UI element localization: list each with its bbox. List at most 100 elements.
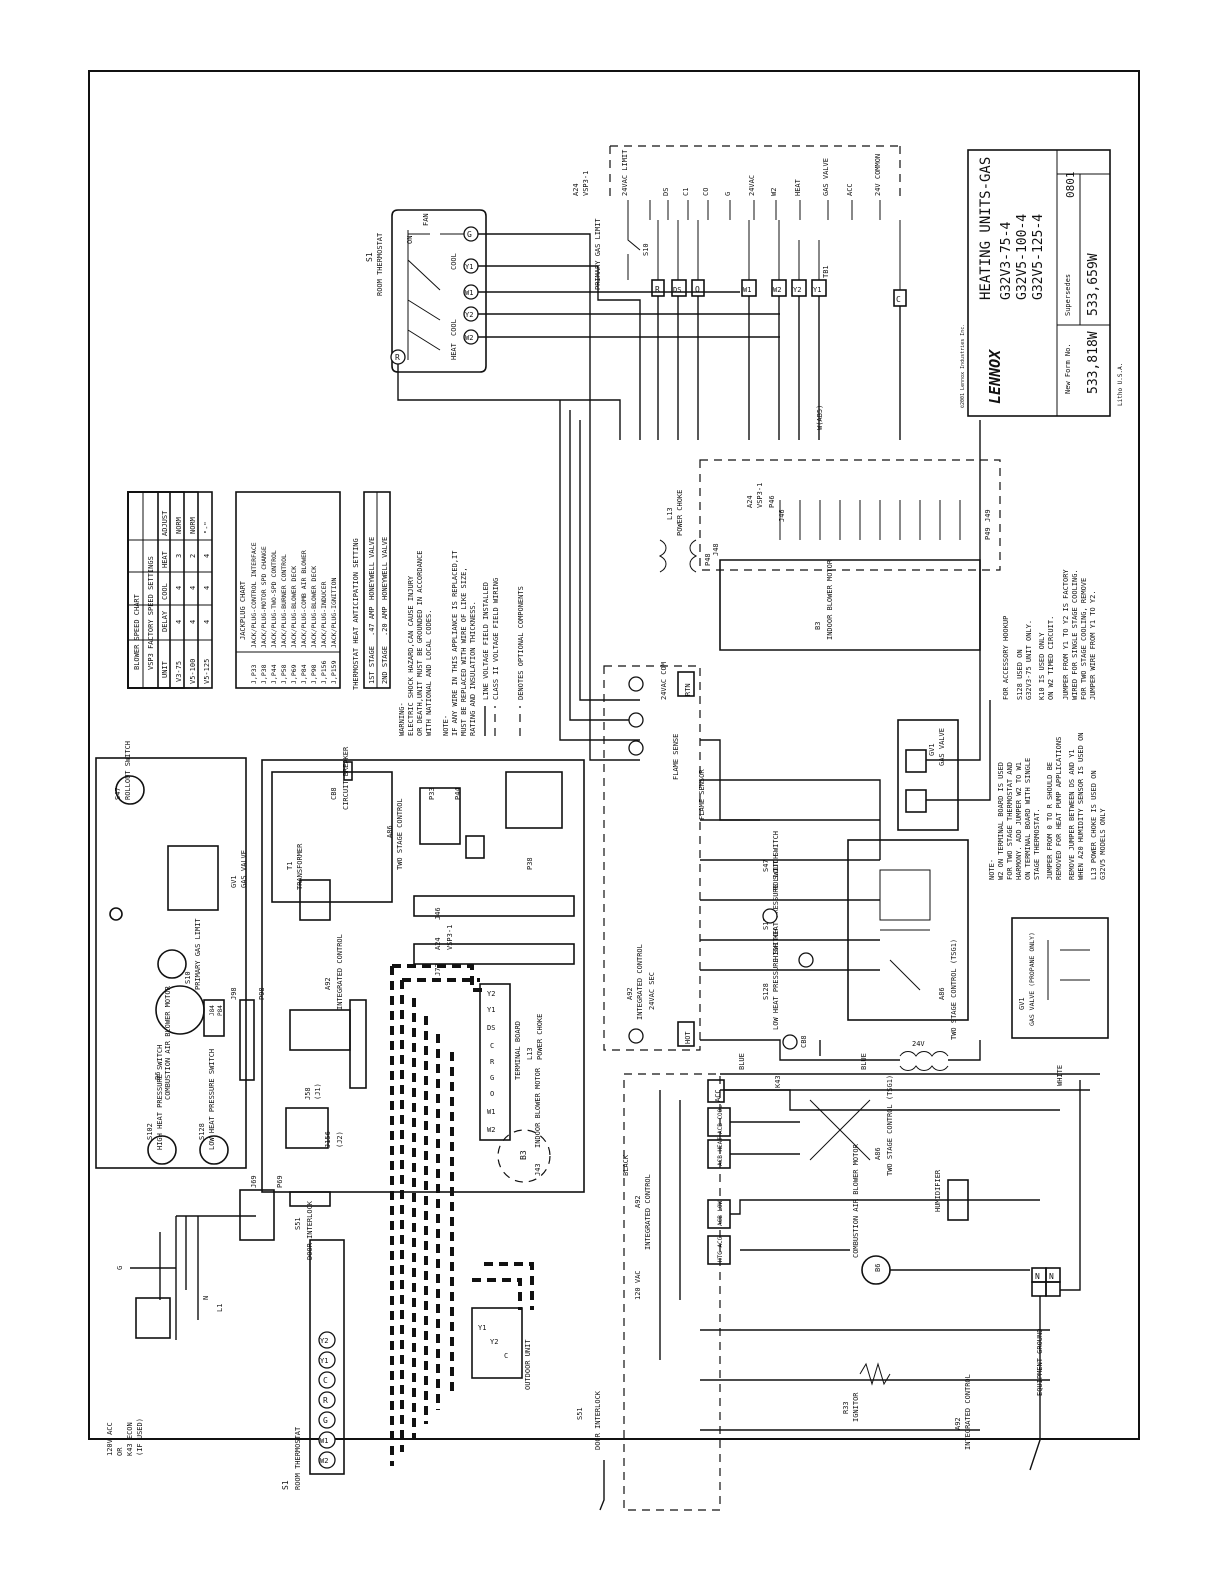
jackplug-r4-id: J,P58	[280, 664, 288, 684]
od-term-c: C	[504, 1352, 508, 1360]
footnote-2: S128 USED ON	[1016, 649, 1024, 700]
jackplug-r3-desc: JACK/PLUG-TWO-SPD CONTROL	[270, 550, 278, 648]
strip-g: G	[724, 192, 732, 196]
rt-term-y2: Y2	[320, 1337, 328, 1345]
j84-label-left: J84	[209, 1005, 216, 1016]
legend-class-ii: CLASS II VOLTAGE FIELD WIRING	[492, 578, 500, 700]
strip-acc: ACC	[846, 183, 854, 196]
strip-gas-valve: GAS VALVE	[822, 158, 830, 196]
j98-label: J98	[230, 987, 238, 1000]
s47-label-mid: S47	[762, 859, 770, 872]
j43-label: J43	[534, 1163, 542, 1176]
s51-label-low: S51	[576, 1407, 584, 1420]
jackplug-r1-desc: JACK/PLUG-CONTROL INTERFACE	[250, 542, 258, 648]
jackplug-r5-id: J,P69	[290, 664, 298, 684]
warning-line-2: ELECTRIC SHOCK HAZARD,CAN CAUSE INJURY	[407, 575, 415, 736]
vsp3-label-top: VSP3-1	[582, 171, 590, 196]
power-feed: 120V ACC OR K43 ECON (IF USED) G N L1 J6…	[106, 1175, 331, 1456]
note-line-4: HARMONY. ADD JUMPER W2 TO W1	[1015, 762, 1023, 880]
24v-label: 24V	[912, 1040, 925, 1048]
jackplug-r2-id: J,P38	[260, 664, 268, 684]
legend: LINE VOLTAGE FIELD INSTALLED CLASS II VO…	[482, 578, 525, 736]
blower-col-adjust: ADJUST	[161, 510, 169, 536]
note-line-11: L13 POWER CHOKE IS USED ON	[1090, 770, 1098, 880]
jackplug-r7-desc: JACK/PLUG-BLOWER DECK	[310, 566, 318, 648]
blower-r3-delay: 4	[203, 620, 211, 624]
tb1-term-o: O	[695, 285, 700, 294]
gas-valve-label-mid: GAS VALVE	[938, 728, 946, 766]
p69-label-left: P69	[276, 1175, 284, 1188]
tb1-term-y1: Y1	[813, 286, 821, 294]
blower-col-unit: UNIT	[161, 660, 169, 678]
unit-layout: S47 ROLLOUT SWITCH GV1 GAS VALVE S10 PRI…	[95, 741, 266, 1169]
humidifier-label: HUMIDIFIER	[934, 1169, 942, 1212]
room-thermostat-upper: S1 ROOM THERMOSTAT FAN ON COOL COOL HEAT…	[365, 209, 487, 373]
cb8-label-mid: CB8	[800, 1035, 808, 1048]
a92-label-left: A92	[324, 977, 332, 990]
blower-chart-title: BLOWER SPEED CHART	[133, 593, 141, 670]
s128-label-mid: S128	[762, 983, 770, 1000]
blower-r3-adjust: "-"	[203, 521, 211, 534]
gv1-inset-label: GV1	[1018, 997, 1026, 1010]
note-line-5: ON TERMINAL BOARD WITH SINGLE	[1024, 758, 1032, 880]
jackplug-r3-id: J,P44	[270, 664, 278, 684]
legend-optional: DENOTES OPTIONAL COMPONENTS	[517, 586, 525, 700]
j46-label: J46	[778, 509, 786, 522]
od-term-y2: Y2	[490, 1338, 498, 1346]
j69-label-left: J69	[250, 1175, 258, 1188]
anticipation-r1-valve: HONEYWELL VALVE	[368, 537, 376, 600]
jackplug-rows: J,P33 JACK/PLUG-CONTROL INTERFACE J,P38 …	[250, 542, 338, 684]
p48-label: P48	[704, 553, 712, 566]
vsp3-label-board: VSP3-1	[756, 483, 764, 508]
tb1-term-c: C	[896, 295, 901, 304]
warning-text: WARNING- ELECTRIC SHOCK HAZARD,CAN CAUSE…	[398, 551, 433, 736]
room-thermostat-label-upper: ROOM THERMOSTAT	[376, 232, 384, 296]
integrated-control-label-ground: INTEGRATED CONTROL	[964, 1374, 972, 1450]
footnote-6: JUMPER FROM Y1 TO Y2 IS FACTORY	[1062, 569, 1070, 700]
strip-24vac: 24VAC	[748, 175, 756, 196]
gv1-label-left: GV1	[230, 875, 238, 888]
title-block: LENNOX HEATING UNITS-GAS G32V3-75-4 G32V…	[960, 149, 1124, 417]
primary-gas-limit-label: PRIMARY GAS LIMIT	[594, 218, 602, 290]
rt-term-g: G	[323, 1416, 328, 1425]
p38-label: P38	[526, 857, 534, 870]
diagram-frame	[88, 70, 1140, 1440]
combustion-blower-left: COMBUSTION AIR BLOWER MOTOR	[164, 985, 172, 1100]
s51-label-left: S51	[294, 1217, 302, 1230]
jackplug-r1-id: J,P33	[250, 664, 258, 684]
cb8-label-left: CB8	[330, 787, 338, 800]
a92-label-low: A92	[634, 1195, 642, 1208]
tstat-term-y2: Y2	[465, 311, 473, 319]
k43-econ-label: K43 ECON	[126, 1422, 134, 1456]
rt-term-w2: W2	[320, 1457, 328, 1465]
vsp3-label-left: VSP3-1	[446, 925, 454, 950]
two-stage-label-left: TWO STAGE CONTROL	[396, 798, 404, 870]
cool-2-label: COOL	[450, 319, 458, 336]
blower-r3-unit: V5-125	[203, 659, 211, 684]
j73-label: J73	[434, 963, 442, 976]
integrated-control-left: INTEGRATED CONTROL	[336, 934, 344, 1010]
j1-label: (J1)	[314, 1083, 322, 1100]
rt-term-y1: Y1	[320, 1357, 328, 1365]
rollout-label-left: ROLLOUT SWITCH	[124, 741, 132, 800]
acb-heat-label: ACB HEAT	[717, 1137, 724, 1166]
anticipation-title: THERMOSTAT HEAT ANTICIPATION SETTING	[352, 538, 360, 690]
tb-term-y1: Y1	[487, 1006, 495, 1014]
note-line-2: W2 ON TERMINAL BOARD IS USED	[997, 762, 1005, 880]
top-terminal-strip: A24 VSP3-1 24VAC LIMIT DS C1 CO G 24VAC …	[572, 145, 901, 220]
s1-label-upper: S1	[365, 252, 374, 262]
strip-co: CO	[702, 188, 710, 196]
blower-r2-adjust: NORM	[189, 517, 197, 534]
blower-r1-heat: 3	[175, 554, 183, 558]
tb-term-w2: W2	[487, 1126, 495, 1134]
a24-label-top: A24	[572, 183, 580, 196]
high-heat-left: HIGH HEAT PRESSURE SWITCH	[156, 1045, 164, 1150]
model-3: G32V5-125-4	[1031, 214, 1046, 300]
hot-label: HOT	[684, 1031, 692, 1044]
two-stage-control-tsg1-label: TWO STAGE CONTROL (TSG1)	[950, 939, 958, 1040]
heat-label: HEAT	[450, 342, 458, 360]
wire-note-1: NOTE-	[442, 715, 450, 736]
rt-term-w1: W1	[320, 1437, 328, 1445]
power-choke-label-top: POWER CHOKE	[676, 490, 684, 536]
new-form-number: 533,818W	[1086, 331, 1101, 394]
